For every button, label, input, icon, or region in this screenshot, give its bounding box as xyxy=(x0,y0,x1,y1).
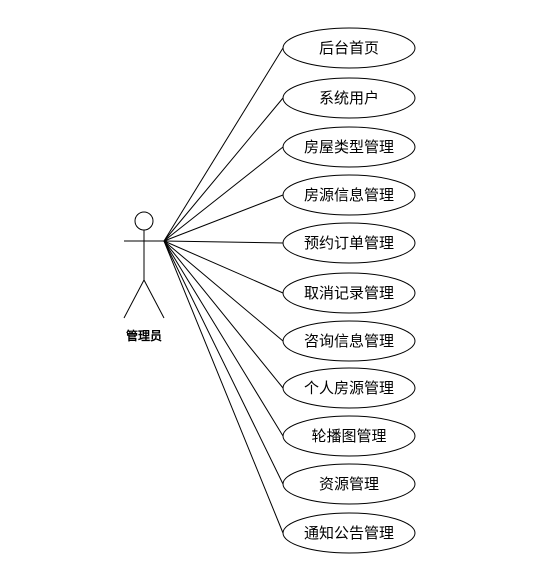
association-line-uc-carousel xyxy=(163,240,284,437)
use-case-uc-house-source: 房源信息管理 xyxy=(282,174,416,216)
use-case-label: 房屋类型管理 xyxy=(304,138,394,156)
actor-administrator: 管理员 xyxy=(123,211,165,343)
association-lines xyxy=(163,47,284,534)
use-case-label: 后台首页 xyxy=(319,39,379,57)
use-case-uc-inquiry: 咨询信息管理 xyxy=(282,320,416,362)
actor-label: 管理员 xyxy=(126,328,162,343)
use-case-ellipse xyxy=(282,512,416,554)
use-case-uc-carousel: 轮播图管理 xyxy=(282,415,416,457)
association-line-uc-personal-house xyxy=(163,240,284,389)
use-case-uc-home: 后台首页 xyxy=(282,27,416,69)
use-case-ellipse xyxy=(282,272,416,314)
use-case-uc-notice: 通知公告管理 xyxy=(282,512,416,554)
use-case-ellipse xyxy=(282,222,416,264)
use-case-uc-booking-order: 预约订单管理 xyxy=(282,222,416,264)
use-case-ellipse xyxy=(282,367,416,409)
association-line-uc-house-type xyxy=(163,146,284,242)
use-case-label: 个人房源管理 xyxy=(304,379,394,397)
use-case-label: 房源信息管理 xyxy=(304,186,394,204)
use-case-label: 预约订单管理 xyxy=(304,234,394,252)
association-line-uc-system-users xyxy=(163,97,284,242)
use-cases: 后台首页系统用户房屋类型管理房源信息管理预约订单管理取消记录管理咨询信息管理个人… xyxy=(282,27,416,554)
use-case-label: 系统用户 xyxy=(319,89,379,107)
use-case-ellipse xyxy=(282,320,416,362)
association-line-uc-cancel-record xyxy=(163,240,284,294)
use-case-uc-personal-house: 个人房源管理 xyxy=(282,367,416,409)
use-case-ellipse xyxy=(282,27,416,69)
association-line-uc-home xyxy=(163,47,284,242)
use-case-label: 通知公告管理 xyxy=(304,524,394,542)
association-line-uc-notice xyxy=(163,240,284,534)
use-case-ellipse xyxy=(282,174,416,216)
use-case-uc-house-type: 房屋类型管理 xyxy=(282,126,416,168)
use-case-ellipse xyxy=(282,77,416,119)
use-case-ellipse xyxy=(282,126,416,168)
association-line-uc-resource xyxy=(163,240,284,485)
use-case-label: 咨询信息管理 xyxy=(304,332,394,350)
actor-left-leg xyxy=(123,279,145,319)
use-case-label: 取消记录管理 xyxy=(304,284,394,302)
association-line-uc-booking-order xyxy=(163,240,284,244)
use-case-uc-resource: 资源管理 xyxy=(282,463,416,505)
association-line-uc-inquiry xyxy=(163,240,284,342)
actor-head xyxy=(134,211,154,231)
use-case-uc-system-users: 系统用户 xyxy=(282,77,416,119)
use-case-ellipse xyxy=(282,415,416,457)
association-line-uc-house-source xyxy=(163,194,284,242)
use-case-ellipse xyxy=(282,463,416,505)
use-case-uc-cancel-record: 取消记录管理 xyxy=(282,272,416,314)
use-case-label: 资源管理 xyxy=(319,475,379,493)
actor-right-leg xyxy=(143,279,165,319)
use-case-label: 轮播图管理 xyxy=(311,427,386,445)
